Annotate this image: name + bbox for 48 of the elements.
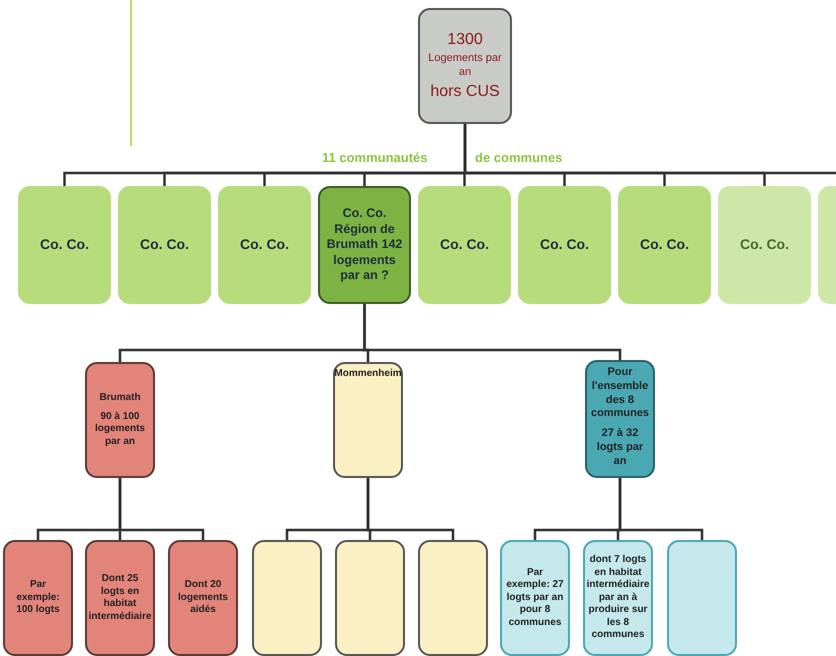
community-box [418, 186, 511, 304]
box-text: Co. Co. [240, 236, 289, 254]
community-box [718, 186, 811, 304]
box-text: Mommenheim [334, 368, 402, 380]
box-text: Co. Co. [640, 236, 689, 254]
detail-box [500, 540, 570, 656]
box-text: 27 à 32 logts par an [596, 427, 644, 468]
highlighted-community-box [318, 186, 411, 304]
detail-box [583, 540, 653, 656]
empty-box [252, 540, 322, 656]
connector-line [363, 304, 622, 360]
box-text: Co. Co. [140, 236, 189, 254]
box-text: 90 à 100 logements par an [94, 410, 146, 448]
box-text: Co. Co. [440, 236, 489, 254]
commune-box [85, 540, 155, 656]
root-box [418, 8, 512, 124]
box-text: hors CUS [430, 82, 500, 102]
connector-line [366, 478, 454, 540]
section-label: 11 communautés [322, 150, 428, 165]
community-box [18, 186, 111, 304]
box-text: Co. Co. [540, 236, 589, 254]
box-text: Pour l'ensemble des 8 communes [590, 366, 650, 421]
commune-group-box [585, 360, 655, 478]
box-text: Co. Co. Région de Brumath 142 logements par an ? [326, 206, 404, 284]
empty-box [418, 540, 488, 656]
box-text: Brumath [99, 392, 141, 404]
box-text: 1300 [447, 30, 483, 50]
box-text: Co. Co. [40, 236, 89, 254]
empty-box [335, 540, 405, 656]
box-text: Par exemple: 100 logts [15, 579, 61, 617]
commune-box [3, 540, 73, 656]
section-label: de communes [475, 150, 562, 165]
box-text: Dont 25 logts en habitat intermédiaire [88, 573, 152, 623]
box-text: Par exemple: 27 logts par an pour 8 communes [505, 566, 565, 630]
connector-line [118, 478, 204, 540]
community-box [518, 186, 611, 304]
community-box [218, 186, 311, 304]
box-text: Co. Co. [740, 236, 789, 254]
connector-line [618, 478, 704, 540]
box-text: dont 7 logts en habitat intermédiaire par an à produire sur les 8 communes [586, 554, 650, 642]
community-box [118, 186, 211, 304]
commune-box [168, 540, 238, 656]
box-text: Logements par an [427, 52, 503, 80]
community-box [618, 186, 711, 304]
commune-box [333, 362, 403, 478]
commune-box [85, 362, 155, 478]
box-text: Dont 20 logements aidés [176, 579, 229, 617]
empty-box [667, 540, 737, 656]
